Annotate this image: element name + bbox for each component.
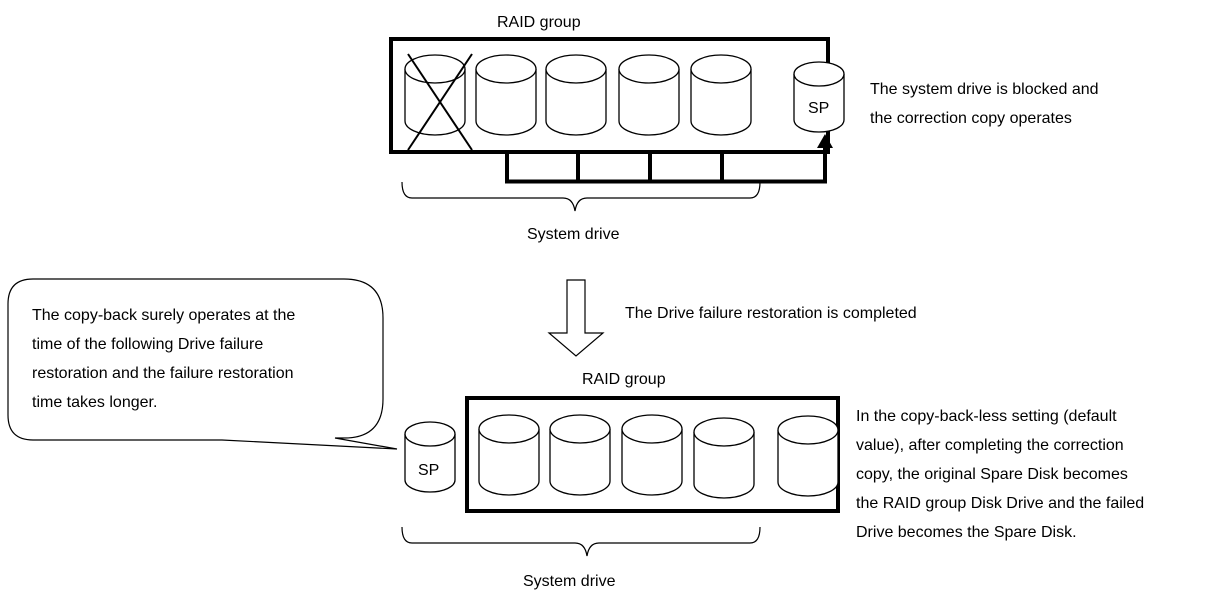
bottom-drive xyxy=(549,414,611,496)
transition: The Drive failure restoration is complet… xyxy=(547,279,917,357)
top-spare-disk: SP xyxy=(793,61,845,133)
callout: The copy-back surely operates at the tim… xyxy=(7,278,398,450)
callout-bubble xyxy=(7,278,398,450)
bottom-sp-label: SP xyxy=(418,462,439,479)
down-arrow xyxy=(547,279,605,357)
transition-label: The Drive failure restoration is complet… xyxy=(625,305,917,322)
callout-line: time of the following Drive failure xyxy=(32,336,263,353)
bottom-drive xyxy=(621,414,683,496)
bottom-drive xyxy=(693,417,755,499)
bottom-note-text: In the copy-back-less setting (default v… xyxy=(856,408,1149,541)
top-sp-label: SP xyxy=(808,100,829,117)
top-status-text: The system drive is blocked and the corr… xyxy=(870,81,1103,127)
bottom-system-drive-brace xyxy=(401,526,761,557)
top-status-line: The system drive is blocked and xyxy=(870,81,1099,98)
bottom-note-line: value), after completing the correction xyxy=(856,437,1124,454)
bottom-note-line: Drive becomes the Spare Disk. xyxy=(856,524,1077,541)
callout-text: The copy-back surely operates at the tim… xyxy=(32,307,300,411)
top-drive xyxy=(475,54,537,136)
correction-copy-lines xyxy=(505,145,827,184)
top-system-drive-brace xyxy=(401,181,761,212)
top-status-line: the correction copy operates xyxy=(870,110,1072,127)
top-drive xyxy=(618,54,680,136)
bottom-drive xyxy=(777,415,839,497)
bottom-section: RAID group SP In the copy-back-less sett… xyxy=(401,371,1149,590)
callout-line: The copy-back surely operates at the xyxy=(32,307,295,324)
callout-line: restoration and the failure restoration xyxy=(32,365,293,382)
copy-arrowhead xyxy=(817,134,833,148)
top-drive xyxy=(690,54,752,136)
bottom-note-line: In the copy-back-less setting (default xyxy=(856,408,1117,425)
bottom-drive xyxy=(478,414,540,496)
bottom-note-line: copy, the original Spare Disk becomes xyxy=(856,466,1128,483)
top-system-drive-label: System drive xyxy=(527,226,620,243)
bottom-raid-group-label: RAID group xyxy=(582,371,666,388)
failed-drive xyxy=(404,53,473,151)
top-section: RAID group SP The system drive is blocke… xyxy=(389,14,1103,243)
top-raid-group-label: RAID group xyxy=(497,14,581,31)
top-drive xyxy=(545,54,607,136)
bottom-note-line: the RAID group Disk Drive and the failed xyxy=(856,495,1144,512)
bottom-system-drive-label: System drive xyxy=(523,573,616,590)
callout-line: time takes longer. xyxy=(32,394,157,411)
bottom-spare-disk: SP xyxy=(404,421,456,493)
